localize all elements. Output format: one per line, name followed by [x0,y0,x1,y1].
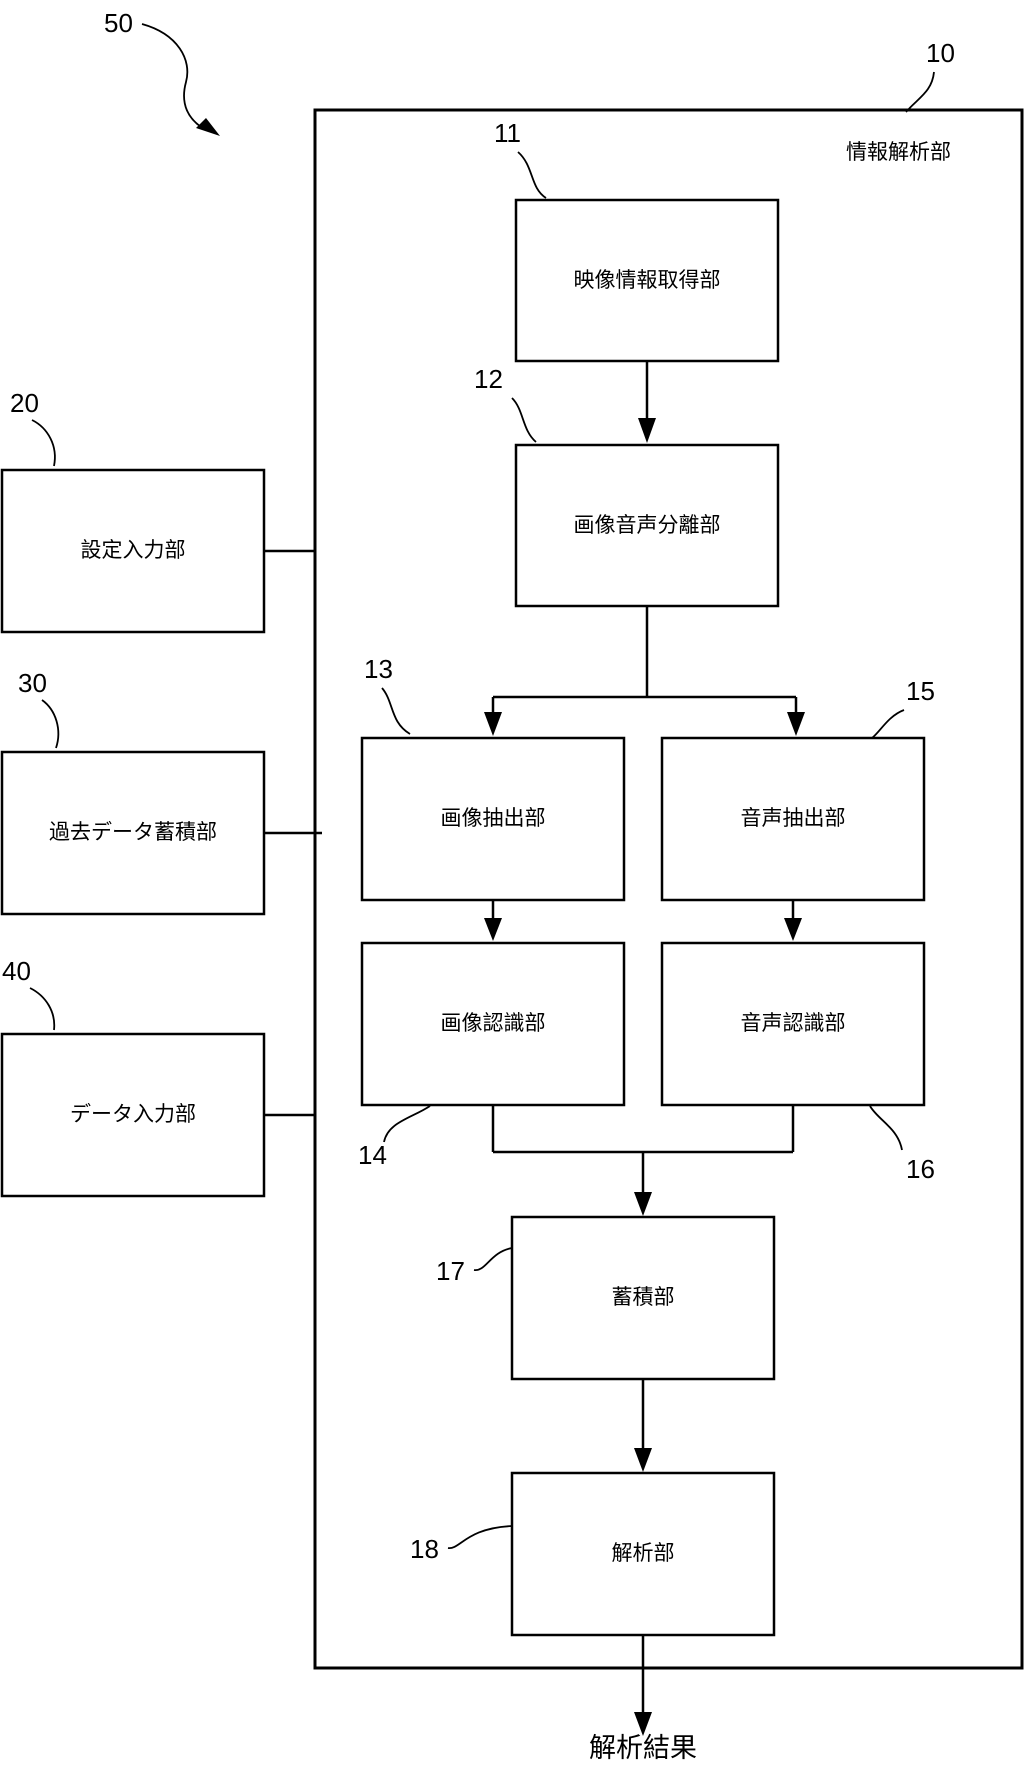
image-extraction-label: 画像抽出部 [441,806,546,830]
split-left-arrowhead [484,712,502,736]
past-data-store-ref-label: 30 [18,668,47,698]
past-data-store-ref-leader [41,699,60,749]
audio-recognition-ref-leader [869,1105,903,1151]
data-input-label: データ入力部 [70,1102,196,1126]
accumulation-ref-leader [473,1247,513,1271]
accumulation-ref-label: 17 [436,1256,465,1286]
split-right-arrowhead [787,712,805,736]
data-input-ref-leader [29,987,56,1031]
audio-recognition-label: 音声認識部 [741,1011,846,1035]
video-acquisition-ref-label: 11 [494,118,521,148]
analyzer-label: 情報解析部 [846,140,951,164]
image-extraction-ref-leader [381,687,411,735]
data-input-ref-label: 40 [2,956,31,986]
output-label: 解析結果 [589,1733,697,1764]
settings-input-ref-label: 20 [10,388,39,418]
analysis-label: 解析部 [612,1541,675,1565]
arrow-accumulation-to-analysis-head [634,1448,652,1472]
past-data-store-label: 過去データ蓄積部 [49,820,217,844]
arrow-acquisition-to-separation-head [638,418,656,443]
analysis-box [510,1471,776,1637]
audio-recognition-ref-label: 16 [906,1154,935,1184]
audio-extraction-ref-label: 15 [906,676,935,706]
accumulation-label: 蓄積部 [612,1285,675,1309]
video-acquisition-ref-leader [517,151,547,199]
image-extraction-box [360,736,626,902]
analysis-ref-label: 18 [410,1534,439,1564]
image-recognition-ref-leader [383,1105,431,1143]
av-separation-ref-label: 12 [474,364,503,394]
system-ref-leader [141,23,207,131]
av-separation-ref-leader [511,397,537,443]
system-ref-label: 50 [104,8,133,38]
past-data-store-box [0,750,266,916]
analyzer-frame [313,108,1024,1670]
image-extraction-ref-label: 13 [364,654,393,684]
system-ref-arrowhead [196,118,220,136]
audio-extraction-box [660,736,926,902]
output-arrowhead [634,1712,652,1736]
av-separation-box [514,443,780,608]
analyzer-ref-leader [905,71,935,113]
image-recognition-ref-label: 14 [358,1140,387,1170]
analyzer-ref-label: 10 [926,38,955,68]
video-acquisition-label: 映像情報取得部 [574,268,721,292]
merge-arrowhead [634,1192,652,1216]
settings-input-label: 設定入力部 [81,538,186,562]
accumulation-box [510,1215,776,1381]
settings-input-ref-leader [31,419,56,467]
arrow-image-extraction-to-recognition-head [484,918,502,941]
audio-extraction-ref-leader [871,709,905,739]
arrow-audio-extraction-to-recognition-head [784,918,802,941]
av-separation-label: 画像音声分離部 [574,513,721,537]
settings-input-box [0,468,266,634]
audio-extraction-label: 音声抽出部 [741,806,846,830]
image-recognition-box [360,941,626,1107]
analysis-ref-leader [447,1525,513,1549]
image-recognition-label: 画像認識部 [441,1011,546,1035]
audio-recognition-box [660,941,926,1107]
